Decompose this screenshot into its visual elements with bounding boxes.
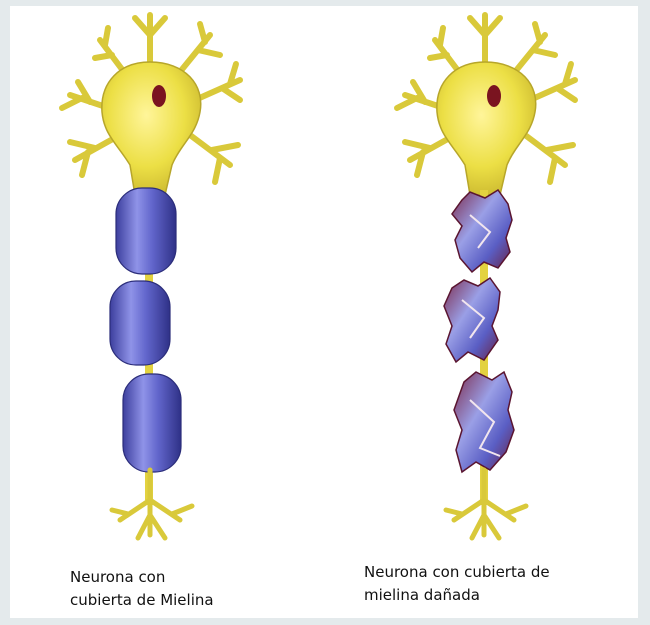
damaged-neuron <box>397 15 575 538</box>
healthy-cell-body <box>102 62 201 195</box>
damaged-axon-terminal <box>446 470 526 538</box>
healthy-myelin-sheath <box>123 374 181 472</box>
caption-line: Neurona con <box>70 566 214 589</box>
caption-line: Neurona con cubierta de <box>364 561 550 584</box>
healthy-neuron-caption: Neurona con cubierta de Mielina <box>70 566 214 612</box>
damaged-nucleus <box>487 85 501 107</box>
healthy-nucleus <box>152 85 166 107</box>
healthy-neuron <box>62 15 240 538</box>
healthy-myelin-sheath <box>110 281 170 365</box>
damaged-neuron-caption: Neurona con cubierta de mielina dañada <box>364 561 550 607</box>
caption-line: mielina dañada <box>364 584 550 607</box>
damaged-myelin-sheath <box>454 372 514 472</box>
damaged-myelin-sheath <box>444 278 500 362</box>
caption-line: cubierta de Mielina <box>70 589 214 612</box>
healthy-myelin-sheath <box>116 188 176 274</box>
damaged-cell-body <box>437 62 536 195</box>
damaged-myelin-sheath <box>452 190 512 272</box>
healthy-axon-terminal <box>112 470 192 538</box>
